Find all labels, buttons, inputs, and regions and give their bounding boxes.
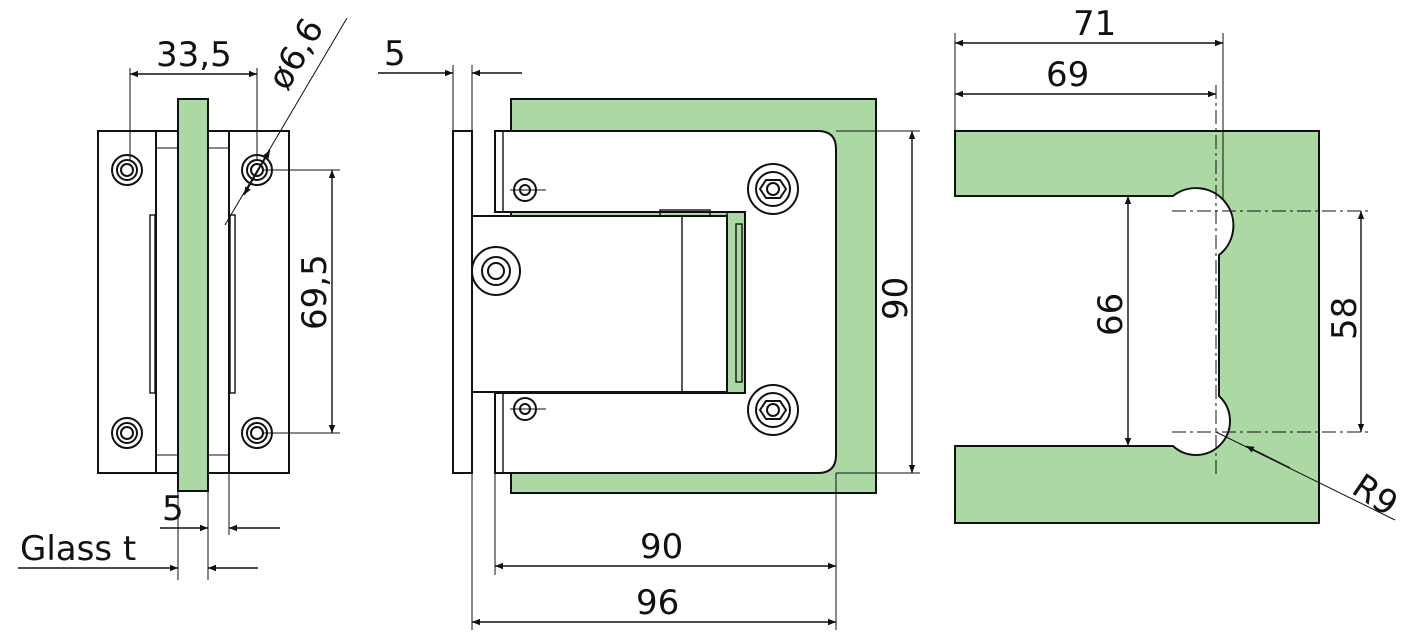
front-view: 5 90 90 96	[378, 34, 920, 630]
dim-length-inner-label: 90	[640, 527, 683, 567]
dim-offset-label: 5	[162, 489, 184, 529]
hex-bolt-icon	[747, 163, 799, 215]
dim-hole-spacing-label: 69,5	[295, 254, 335, 330]
pivot-block	[471, 215, 728, 393]
dim-height-label: 90	[876, 277, 916, 320]
dim-hole-spacing-right-label: 58	[1325, 297, 1365, 340]
dim-inner-width-label: 69	[1046, 55, 1089, 95]
dim-glass-thickness-label: Glass t	[20, 529, 136, 569]
dim-plate-thickness-label: 5	[384, 34, 406, 74]
glass-cutout-view: 71 69 66 58 R9	[954, 4, 1405, 525]
round-bolt-icon	[471, 246, 521, 296]
countersunk-screw-icon	[510, 178, 546, 202]
round-bolt-icon	[111, 417, 143, 449]
dim-length-outer-label: 96	[636, 583, 679, 623]
side-view: 33,5 ø6,6 69,5 5 Glass t	[18, 12, 348, 580]
wall-plate	[452, 130, 473, 474]
hinge-body-left	[97, 130, 157, 474]
round-bolt-icon	[111, 154, 143, 186]
dim-outer-width-label: 71	[1073, 4, 1116, 44]
glass-panel-side	[177, 98, 209, 492]
glass-panel-cutout	[954, 130, 1320, 524]
dim-radius-label: R9	[1345, 466, 1405, 524]
gasket-right	[207, 130, 230, 474]
countersunk-screw-icon	[510, 397, 546, 421]
dim-diameter-label: ø6,6	[260, 12, 332, 97]
gasket-left	[155, 130, 179, 474]
round-bolt-icon	[241, 417, 273, 449]
dim-opening-height-label: 66	[1091, 293, 1131, 336]
hex-bolt-icon	[747, 384, 799, 436]
dim-width-label: 33,5	[156, 35, 232, 75]
